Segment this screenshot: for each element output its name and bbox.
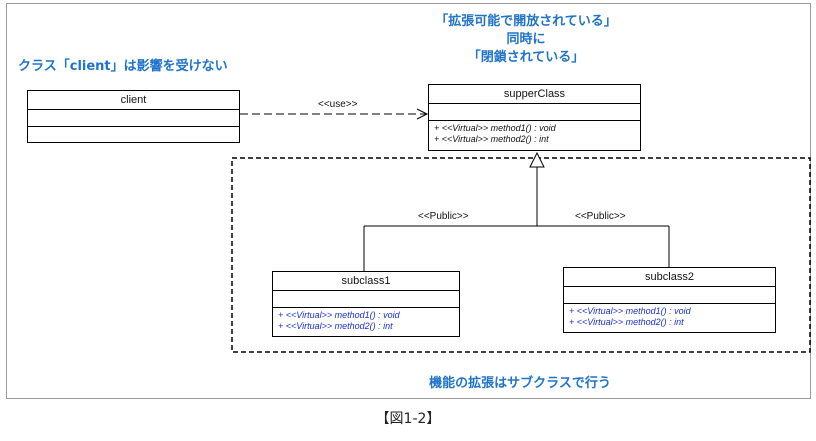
subclass2-attributes bbox=[564, 287, 775, 304]
subclass-boundary bbox=[231, 157, 811, 353]
annotation-extend-in-subclass: 機能の拡張はサブクラスで行う bbox=[429, 376, 611, 391]
subclass1-op-method1: + <<Virtual>> method1() : void bbox=[278, 310, 400, 320]
subclass2-operations: + <<Virtual>> method1() : void + <<Virtu… bbox=[564, 304, 775, 328]
annotation-open-extension: 「拡張可能で開放されている」 bbox=[435, 14, 617, 29]
supperclass-box[interactable]: supperClass + <<Virtual>> method1() : vo… bbox=[428, 84, 641, 151]
subclass1-operations: + <<Virtual>> method1() : void + <<Virtu… bbox=[273, 308, 459, 332]
subclass1-name: subclass1 bbox=[273, 272, 459, 291]
subclass1-op-method2: + <<Virtual>> method2() : int bbox=[278, 321, 393, 331]
supperclass-name: supperClass bbox=[429, 85, 640, 104]
public-stereotype-right: <<Public>> bbox=[575, 211, 626, 222]
use-dependency-arrowhead bbox=[416, 108, 429, 120]
client-class-name: client bbox=[28, 91, 239, 110]
subclass1-attributes bbox=[273, 291, 459, 308]
annotation-simultaneously: 同時に bbox=[506, 32, 546, 47]
subclass2-box[interactable]: subclass2 + <<Virtual>> method1() : void… bbox=[563, 267, 776, 333]
client-class-box[interactable]: client bbox=[27, 90, 240, 143]
generalization-triangle bbox=[529, 151, 545, 168]
annotation-closed: 「閉鎖されている」 bbox=[467, 50, 585, 65]
supperclass-op-method1: + <<Virtual>> method1() : void bbox=[434, 123, 556, 133]
client-attributes bbox=[28, 110, 239, 127]
supperclass-operations: + <<Virtual>> method1() : void + <<Virtu… bbox=[429, 121, 640, 145]
client-operations bbox=[28, 127, 239, 143]
figure-caption: 【図1-2】 bbox=[375, 411, 441, 427]
subclass2-name: subclass2 bbox=[564, 268, 775, 287]
supperclass-attributes bbox=[429, 104, 640, 121]
supperclass-op-method2: + <<Virtual>> method2() : int bbox=[434, 134, 549, 144]
public-stereotype-left: <<Public>> bbox=[418, 211, 469, 222]
subclass1-box[interactable]: subclass1 + <<Virtual>> method1() : void… bbox=[272, 271, 460, 337]
subclass2-op-method2: + <<Virtual>> method2() : int bbox=[569, 317, 684, 327]
subclass2-op-method1: + <<Virtual>> method1() : void bbox=[569, 306, 691, 316]
annotation-client-unaffected: クラス「client」は影響を受けない bbox=[18, 59, 228, 74]
use-stereotype-label: <<use>> bbox=[318, 99, 358, 110]
